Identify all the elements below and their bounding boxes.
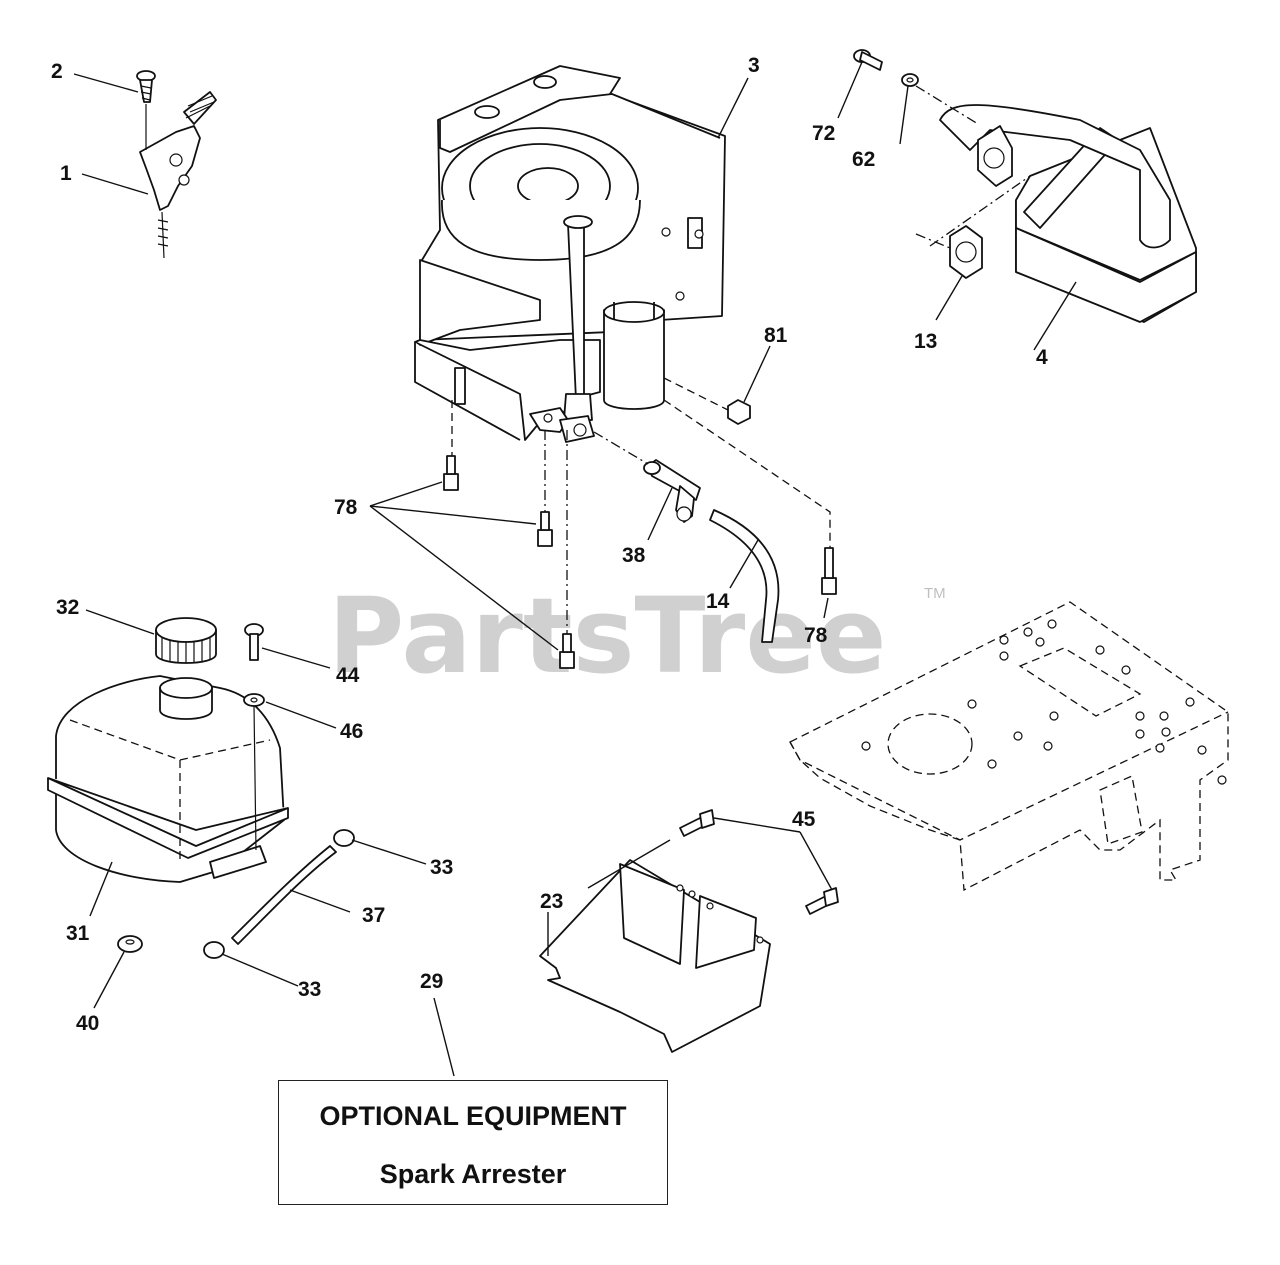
callout-81[interactable]: 81 — [764, 324, 788, 347]
callout-32[interactable]: 32 — [56, 596, 79, 619]
callout-2[interactable]: 2 — [51, 60, 63, 83]
bolt-part-45-a[interactable] — [679, 809, 715, 837]
callout-33-b[interactable]: 33 — [298, 978, 321, 1001]
fuel-line-part-37[interactable] — [231, 845, 337, 945]
callout-44[interactable]: 44 — [336, 664, 360, 687]
bolt-part-78-a[interactable] — [443, 455, 459, 491]
screw-part-44[interactable] — [244, 623, 264, 661]
callout-31[interactable]: 31 — [66, 922, 90, 945]
gasket-part-13[interactable] — [949, 225, 983, 279]
callout-13[interactable]: 13 — [914, 330, 937, 353]
bolt-part-78-d[interactable] — [821, 547, 837, 595]
throttle-control-part[interactable] — [139, 91, 217, 259]
washer-part-62[interactable] — [901, 73, 919, 87]
watermark-text: PartsTree — [328, 575, 886, 697]
callout-33-a[interactable]: 33 — [430, 856, 453, 879]
callout-78-b[interactable]: 78 — [804, 624, 828, 647]
callout-labels: 1 2 3 4 13 14 23 29 31 32 33 33 37 38 40… — [51, 54, 1048, 1035]
callout-40[interactable]: 40 — [76, 1012, 99, 1035]
grommet-part-40[interactable] — [117, 935, 143, 953]
callout-29[interactable]: 29 — [420, 970, 443, 993]
fuel-hose-part-14[interactable] — [709, 509, 780, 643]
callout-45[interactable]: 45 — [792, 808, 816, 831]
frame-holes — [861, 619, 1227, 785]
bolt-part-45-b[interactable] — [805, 887, 839, 915]
clamp-part-33-b[interactable] — [203, 941, 225, 959]
callout-78-a[interactable]: 78 — [334, 496, 358, 519]
optional-equipment-title: OPTIONAL EQUIPMENT — [319, 1101, 627, 1131]
callout-62[interactable]: 62 — [852, 148, 875, 171]
callout-14[interactable]: 14 — [706, 590, 730, 613]
leader-lines — [73, 61, 1077, 1077]
callout-23[interactable]: 23 — [540, 890, 563, 913]
callout-3[interactable]: 3 — [748, 54, 760, 77]
washer-part-46[interactable] — [243, 693, 265, 707]
optional-equipment-box: OPTIONAL EQUIPMENT Spark Arrester — [278, 1080, 668, 1205]
screw-part-2[interactable] — [136, 70, 156, 150]
callout-46[interactable]: 46 — [340, 720, 363, 743]
clamp-part-33-a[interactable] — [333, 829, 355, 847]
watermark-trademark: TM — [924, 585, 946, 602]
fuel-tank-part-31[interactable] — [47, 675, 289, 883]
frame-reference — [789, 601, 1229, 892]
optional-equipment-item: Spark Arrester — [379, 1159, 567, 1189]
callout-1[interactable]: 1 — [60, 162, 72, 185]
nut-part-81[interactable] — [727, 399, 751, 425]
shield-part-23[interactable] — [539, 859, 771, 1053]
screw-part-72[interactable] — [853, 49, 883, 71]
fuel-valve-part-38[interactable] — [643, 459, 701, 523]
muffler-part-4[interactable] — [939, 104, 1197, 323]
fuel-cap-part-32[interactable] — [155, 617, 217, 664]
callout-38[interactable]: 38 — [622, 544, 646, 567]
bolt-part-78-b[interactable] — [537, 511, 553, 547]
bolt-part-78-c[interactable] — [559, 633, 575, 669]
engine-part-3[interactable] — [414, 65, 726, 443]
callout-37[interactable]: 37 — [362, 904, 385, 927]
callout-4[interactable]: 4 — [1036, 346, 1048, 369]
callout-72[interactable]: 72 — [812, 122, 835, 145]
